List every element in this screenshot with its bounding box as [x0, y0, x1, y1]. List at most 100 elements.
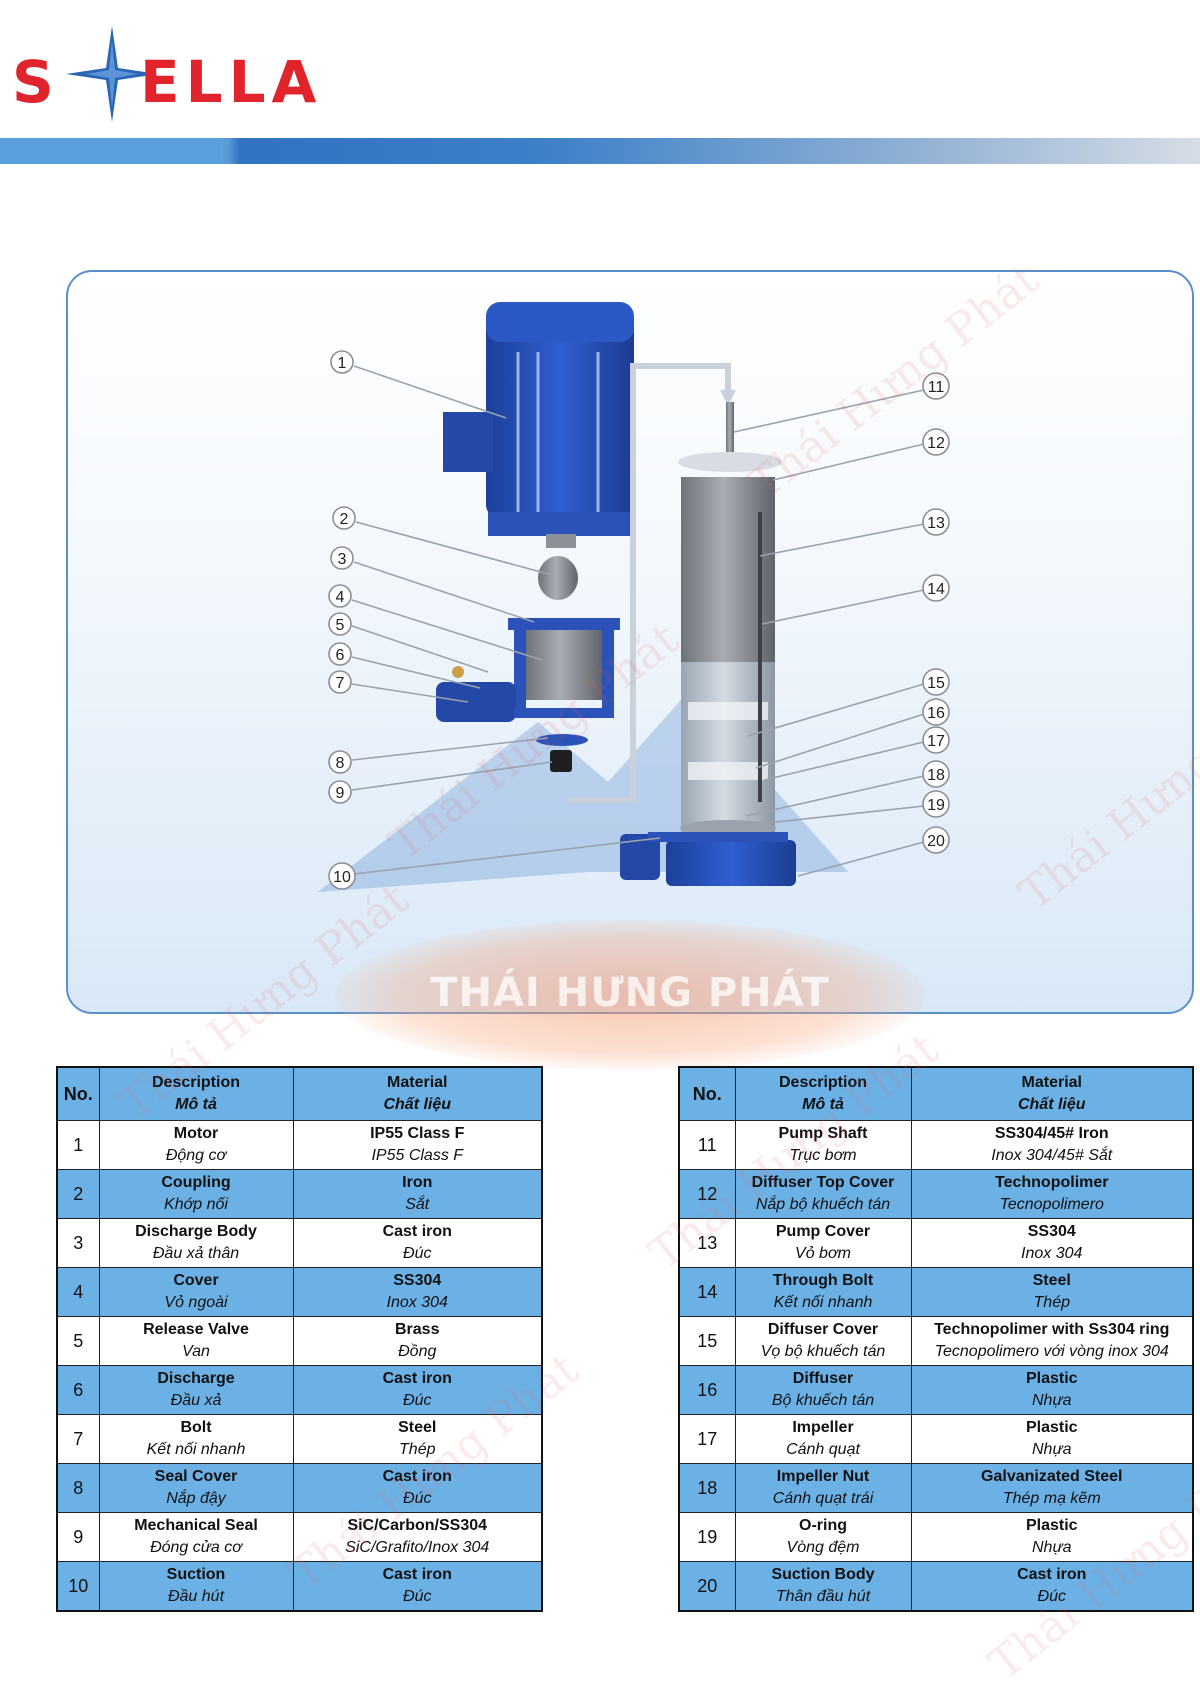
svg-text:7: 7: [336, 675, 345, 692]
callout-10: 10: [328, 862, 356, 890]
part-number: 4: [56, 1267, 100, 1317]
part-number: 12: [678, 1169, 736, 1219]
part-number: 11: [678, 1120, 736, 1170]
svg-text:3: 3: [338, 551, 347, 568]
callout-4: 4: [328, 584, 352, 608]
svg-text:19: 19: [927, 797, 945, 814]
callout-16: 16: [922, 698, 950, 726]
svg-text:6: 6: [336, 647, 345, 664]
svg-text:8: 8: [336, 755, 345, 772]
svg-text:1: 1: [338, 355, 347, 372]
part-number: 18: [678, 1463, 736, 1513]
part-number: 1: [56, 1120, 100, 1170]
part-number: 5: [56, 1316, 100, 1366]
part-number: 9: [56, 1512, 100, 1562]
assembly-arrow: [568, 363, 731, 803]
header-no: No.: [56, 1066, 100, 1121]
svg-text:17: 17: [927, 733, 945, 750]
coupling-illustration: [538, 556, 578, 600]
svg-text:2: 2: [340, 511, 349, 528]
part-number: 14: [678, 1267, 736, 1317]
callout-18: 18: [922, 760, 950, 788]
callout-6: 6: [328, 642, 352, 666]
svg-text:15: 15: [927, 675, 945, 692]
part-number: 20: [678, 1561, 736, 1612]
part-number: 10: [56, 1561, 100, 1612]
part-number: 3: [56, 1218, 100, 1268]
seal-cover-illustration: [536, 734, 588, 746]
header-bar-accent: [0, 138, 223, 164]
svg-text:14: 14: [927, 581, 945, 598]
suction-body-illustration: [620, 832, 796, 886]
svg-text:20: 20: [927, 833, 945, 850]
svg-text:16: 16: [927, 705, 945, 722]
callout-13: 13: [922, 508, 950, 536]
svg-text:10: 10: [333, 869, 351, 886]
pump-stack-illustration: [678, 402, 782, 836]
svg-text:12: 12: [927, 435, 945, 452]
discharge-body-illustration: [436, 618, 620, 722]
callout-14: 14: [922, 574, 950, 602]
callout-9: 9: [328, 780, 352, 804]
part-number: 2: [56, 1169, 100, 1219]
exploded-view-panel: 1 2 3 4 5 6 7 8 9 10 11 12 13 14 15 16 1…: [66, 270, 1194, 1014]
part-number: 19: [678, 1512, 736, 1562]
callout-15: 15: [922, 668, 950, 696]
part-number: 17: [678, 1414, 736, 1464]
part-number: 6: [56, 1365, 100, 1415]
stella-logo: S ELLA: [12, 22, 342, 122]
callout-7: 7: [328, 670, 352, 694]
part-number: 7: [56, 1414, 100, 1464]
header-no: No.: [678, 1066, 736, 1121]
motor-illustration: [443, 302, 634, 548]
svg-text:18: 18: [927, 767, 945, 784]
part-number: 13: [678, 1218, 736, 1268]
